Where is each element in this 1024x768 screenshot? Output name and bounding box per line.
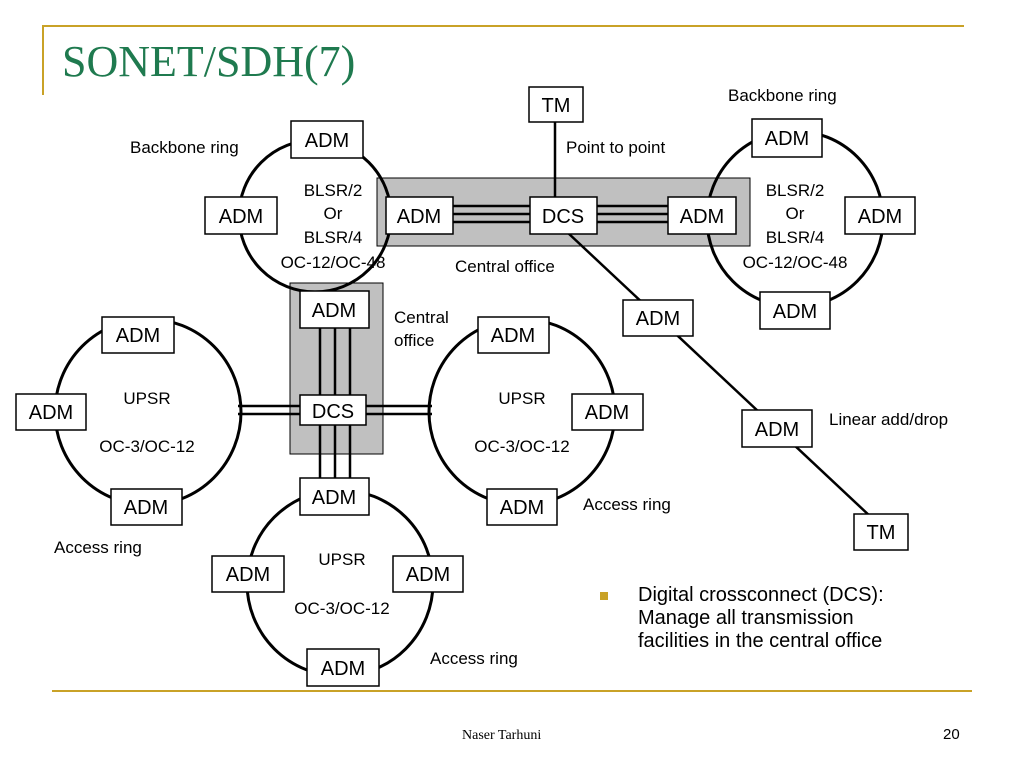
access-right-protocol: UPSR: [498, 389, 545, 408]
device-label: ADM: [312, 300, 356, 322]
linear-add-drop-link: [566, 231, 873, 519]
device-label: ADM: [680, 206, 724, 228]
device-adm-access-bottom-bottom: ADM: [306, 648, 380, 687]
device-label: ADM: [397, 206, 441, 228]
access-right-caption: Access ring: [583, 495, 671, 514]
central-office-top-label: Central office: [455, 257, 555, 276]
device-dcs-central: DCS: [299, 394, 367, 426]
page-number: 20: [943, 726, 960, 743]
device-adm-linear-1: ADM: [622, 299, 694, 337]
device-label: ADM: [636, 308, 680, 330]
bullet-line: Digital crossconnect (DCS):: [638, 584, 884, 606]
device-adm-backbone-right-bottom: ADM: [759, 291, 831, 330]
device-adm-backbone-right-left: ADM: [667, 196, 737, 235]
device-label: ADM: [406, 564, 450, 586]
device-adm-access-left-bottom: ADM: [110, 488, 183, 526]
central-office-left-label: Central: [394, 308, 449, 327]
device-label: ADM: [124, 497, 168, 519]
backbone-left-line: OC-12/OC-48: [281, 253, 386, 272]
footer-author: Naser Tarhuni: [462, 728, 542, 743]
device-adm-access-left-left: ADM: [15, 393, 87, 431]
device-adm-backbone-left-right: ADM: [385, 196, 454, 235]
device-label: ADM: [305, 130, 349, 152]
backbone-right-line: BLSR/2: [766, 181, 825, 200]
device-adm-access-bottom-right: ADM: [392, 555, 464, 593]
central-office-left-label: office: [394, 331, 434, 350]
device-adm-backbone-right-right: ADM: [844, 196, 916, 235]
access-bottom-rate: OC-3/OC-12: [294, 599, 389, 618]
backbone-left-line: BLSR/4: [304, 228, 363, 247]
bullet-line: facilities in the central office: [638, 630, 883, 652]
access-trunk-vertical: [318, 328, 352, 478]
bullet-line: Manage all transmission: [638, 607, 854, 629]
device-adm-linear-2: ADM: [741, 409, 813, 448]
point-to-point-label: Point to point: [566, 138, 666, 157]
device-adm-backbone-left-top: ADM: [290, 120, 364, 159]
access-right-rate: OC-3/OC-12: [474, 437, 569, 456]
bullet-marker: [600, 592, 608, 600]
access-left-protocol: UPSR: [123, 389, 170, 408]
device-adm-access-bottom-left: ADM: [211, 555, 285, 593]
left-rule: [42, 25, 44, 95]
device-label: ADM: [858, 206, 902, 228]
linear-add-drop-label: Linear add/drop: [829, 410, 948, 429]
access-left-rate: OC-3/OC-12: [99, 437, 194, 456]
device-label: ADM: [226, 564, 270, 586]
access-bottom-protocol: UPSR: [318, 550, 365, 569]
device-label: ADM: [585, 402, 629, 424]
device-label: TM: [867, 522, 896, 544]
backbone-right-line: OC-12/OC-48: [743, 253, 848, 272]
backbone-right-line: Or: [786, 204, 805, 223]
device-label: ADM: [312, 487, 356, 509]
device-label: DCS: [312, 401, 354, 423]
backbone-left-caption: Backbone ring: [130, 138, 239, 157]
device-adm-access-right-right: ADM: [571, 393, 644, 431]
bottom-rule: [52, 690, 972, 692]
device-adm-backbone-right-top: ADM: [751, 118, 823, 158]
device-label: ADM: [755, 419, 799, 441]
top-rule: [42, 25, 964, 27]
device-dcs-top: DCS: [529, 196, 598, 235]
device-label: ADM: [321, 658, 365, 680]
slide-title: SONET/SDH(7): [62, 37, 356, 86]
device-adm-access-right-top: ADM: [477, 316, 550, 354]
device-tm-bottom: TM: [853, 513, 909, 551]
access-bottom-caption: Access ring: [430, 649, 518, 668]
device-adm-backbone-left-left: ADM: [204, 196, 278, 235]
bullet-item: Digital crossconnect (DCS): Manage all t…: [600, 584, 980, 653]
device-tm-top: TM: [528, 86, 584, 123]
device-adm-central-bottom: ADM: [299, 477, 370, 516]
device-label: ADM: [116, 325, 160, 347]
device-label: ADM: [500, 497, 544, 519]
device-label: ADM: [29, 402, 73, 424]
access-left-caption: Access ring: [54, 538, 142, 557]
backbone-left-line: Or: [324, 204, 343, 223]
device-label: DCS: [542, 206, 584, 228]
device-adm-central-top: ADM: [299, 290, 370, 329]
backbone-right-line: BLSR/4: [766, 228, 825, 247]
device-label: ADM: [219, 206, 263, 228]
device-label: ADM: [491, 325, 535, 347]
device-label: ADM: [765, 128, 809, 150]
device-adm-access-right-bottom: ADM: [486, 488, 558, 526]
access-trunk-horizontal: [238, 404, 432, 416]
device-label: ADM: [773, 301, 817, 323]
backbone-left-line: BLSR/2: [304, 181, 363, 200]
device-label: TM: [542, 95, 571, 117]
backbone-right-caption: Backbone ring: [728, 86, 837, 105]
device-adm-access-left-top: ADM: [101, 316, 175, 354]
